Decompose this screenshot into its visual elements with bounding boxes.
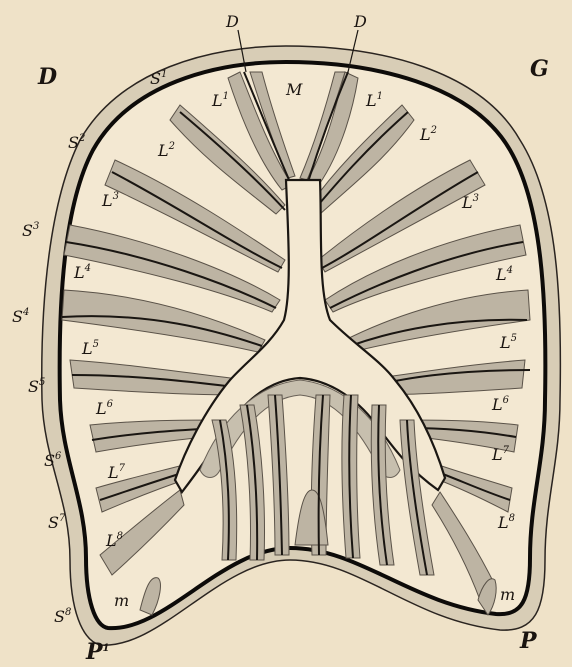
right-lobe-label-3-base: L (461, 193, 473, 212)
right-lobe-label-8-base: L (497, 513, 509, 532)
top-label-d-left: D (225, 12, 239, 31)
muscle-label-right-base: m (500, 585, 515, 604)
segment-label-2-base: S (68, 133, 79, 152)
right-lobe-label-7-base: L (491, 445, 503, 464)
segment-label-7-sup: 7 (59, 513, 66, 524)
left-lobe-label-1-sup: 1 (223, 91, 229, 102)
left-lobe-label-7-base: L (107, 463, 119, 482)
right-lobe-label-6-sup: 6 (503, 395, 510, 406)
muscle-label-left-base: m (114, 591, 129, 610)
right-lobe-label-2-sup: 2 (430, 125, 437, 136)
segment-label-8: S8 (54, 607, 71, 626)
corner-label-bottom-left: P1 (85, 639, 110, 663)
right-lobe-label-1-sup: 1 (377, 91, 383, 102)
corner-label-bottom-left-sup: 1 (103, 643, 110, 654)
segment-label-2-sup: 2 (78, 133, 85, 144)
left-lobe-label-5-sup: 5 (93, 339, 99, 350)
right-lobe-label-6-base: L (491, 395, 503, 414)
right-lobe-label-1-base: L (365, 91, 377, 110)
segment-label-8-base: S (54, 607, 65, 626)
segment-label-7: S7 (48, 513, 66, 532)
right-lobe-label-5-sup: 5 (511, 333, 517, 344)
right-lobe-label-2-base: L (419, 125, 431, 144)
left-lobe-label-2-sup: 2 (168, 141, 175, 152)
left-lobe-label-2-base: L (157, 141, 169, 160)
segment-label-4-base: S (12, 307, 23, 326)
left-lobe-label-7-sup: 7 (119, 463, 126, 474)
segment-label-1-base: S (150, 69, 161, 88)
left-lobe-label-8-sup: 8 (117, 531, 123, 542)
segment-label-3: S3 (22, 221, 39, 240)
corner-label-bottom-right: P (519, 628, 538, 654)
left-lobe-label-6-sup: 6 (107, 399, 114, 410)
segment-label-5-base: S (28, 377, 39, 396)
segment-label-3-sup: 3 (33, 221, 39, 232)
segment-label-6-sup: 6 (55, 451, 62, 462)
segment-label-6-base: S (44, 451, 55, 470)
left-lobe-label-3-sup: 3 (113, 191, 119, 202)
left-lobe-label-1-base: L (211, 91, 223, 110)
right-lobe-label-4-base: L (495, 265, 507, 284)
right-lobe-label-8-sup: 8 (509, 513, 515, 524)
segment-label-4-sup: 4 (22, 307, 29, 318)
corner-label-top-left: D (37, 64, 57, 90)
left-lobe-label-6-base: L (95, 399, 107, 418)
left-lobe-label-4-base: L (73, 263, 85, 282)
right-lobe-label-4-sup: 4 (506, 265, 513, 276)
segment-label-4: S4 (12, 307, 29, 326)
segment-label-5-sup: 5 (39, 377, 45, 388)
left-lobe-label-8-base: L (105, 531, 117, 550)
left-lobe-label-4-sup: 4 (84, 263, 91, 274)
left-lobe-label-5-base: L (81, 339, 93, 358)
corner-label-bottom-left-base: P (85, 639, 104, 663)
segment-label-8-sup: 8 (65, 607, 71, 618)
segment-label-3-base: S (22, 221, 33, 240)
muscle-label-left: m (114, 591, 129, 610)
right-lobe-label-3-sup: 3 (473, 193, 479, 204)
left-lobe-label-3-base: L (101, 191, 113, 210)
top-label-d-right: D (353, 12, 367, 31)
segment-label-1-sup: 1 (161, 69, 167, 80)
top-label-m: M (285, 80, 303, 99)
right-lobe-label-7-sup: 7 (503, 445, 510, 456)
muscle-label-right: m (500, 585, 515, 604)
segment-label-7-base: S (48, 513, 59, 532)
right-lobe-label-5-base: L (499, 333, 511, 352)
corner-label-top-right: G (530, 56, 549, 82)
